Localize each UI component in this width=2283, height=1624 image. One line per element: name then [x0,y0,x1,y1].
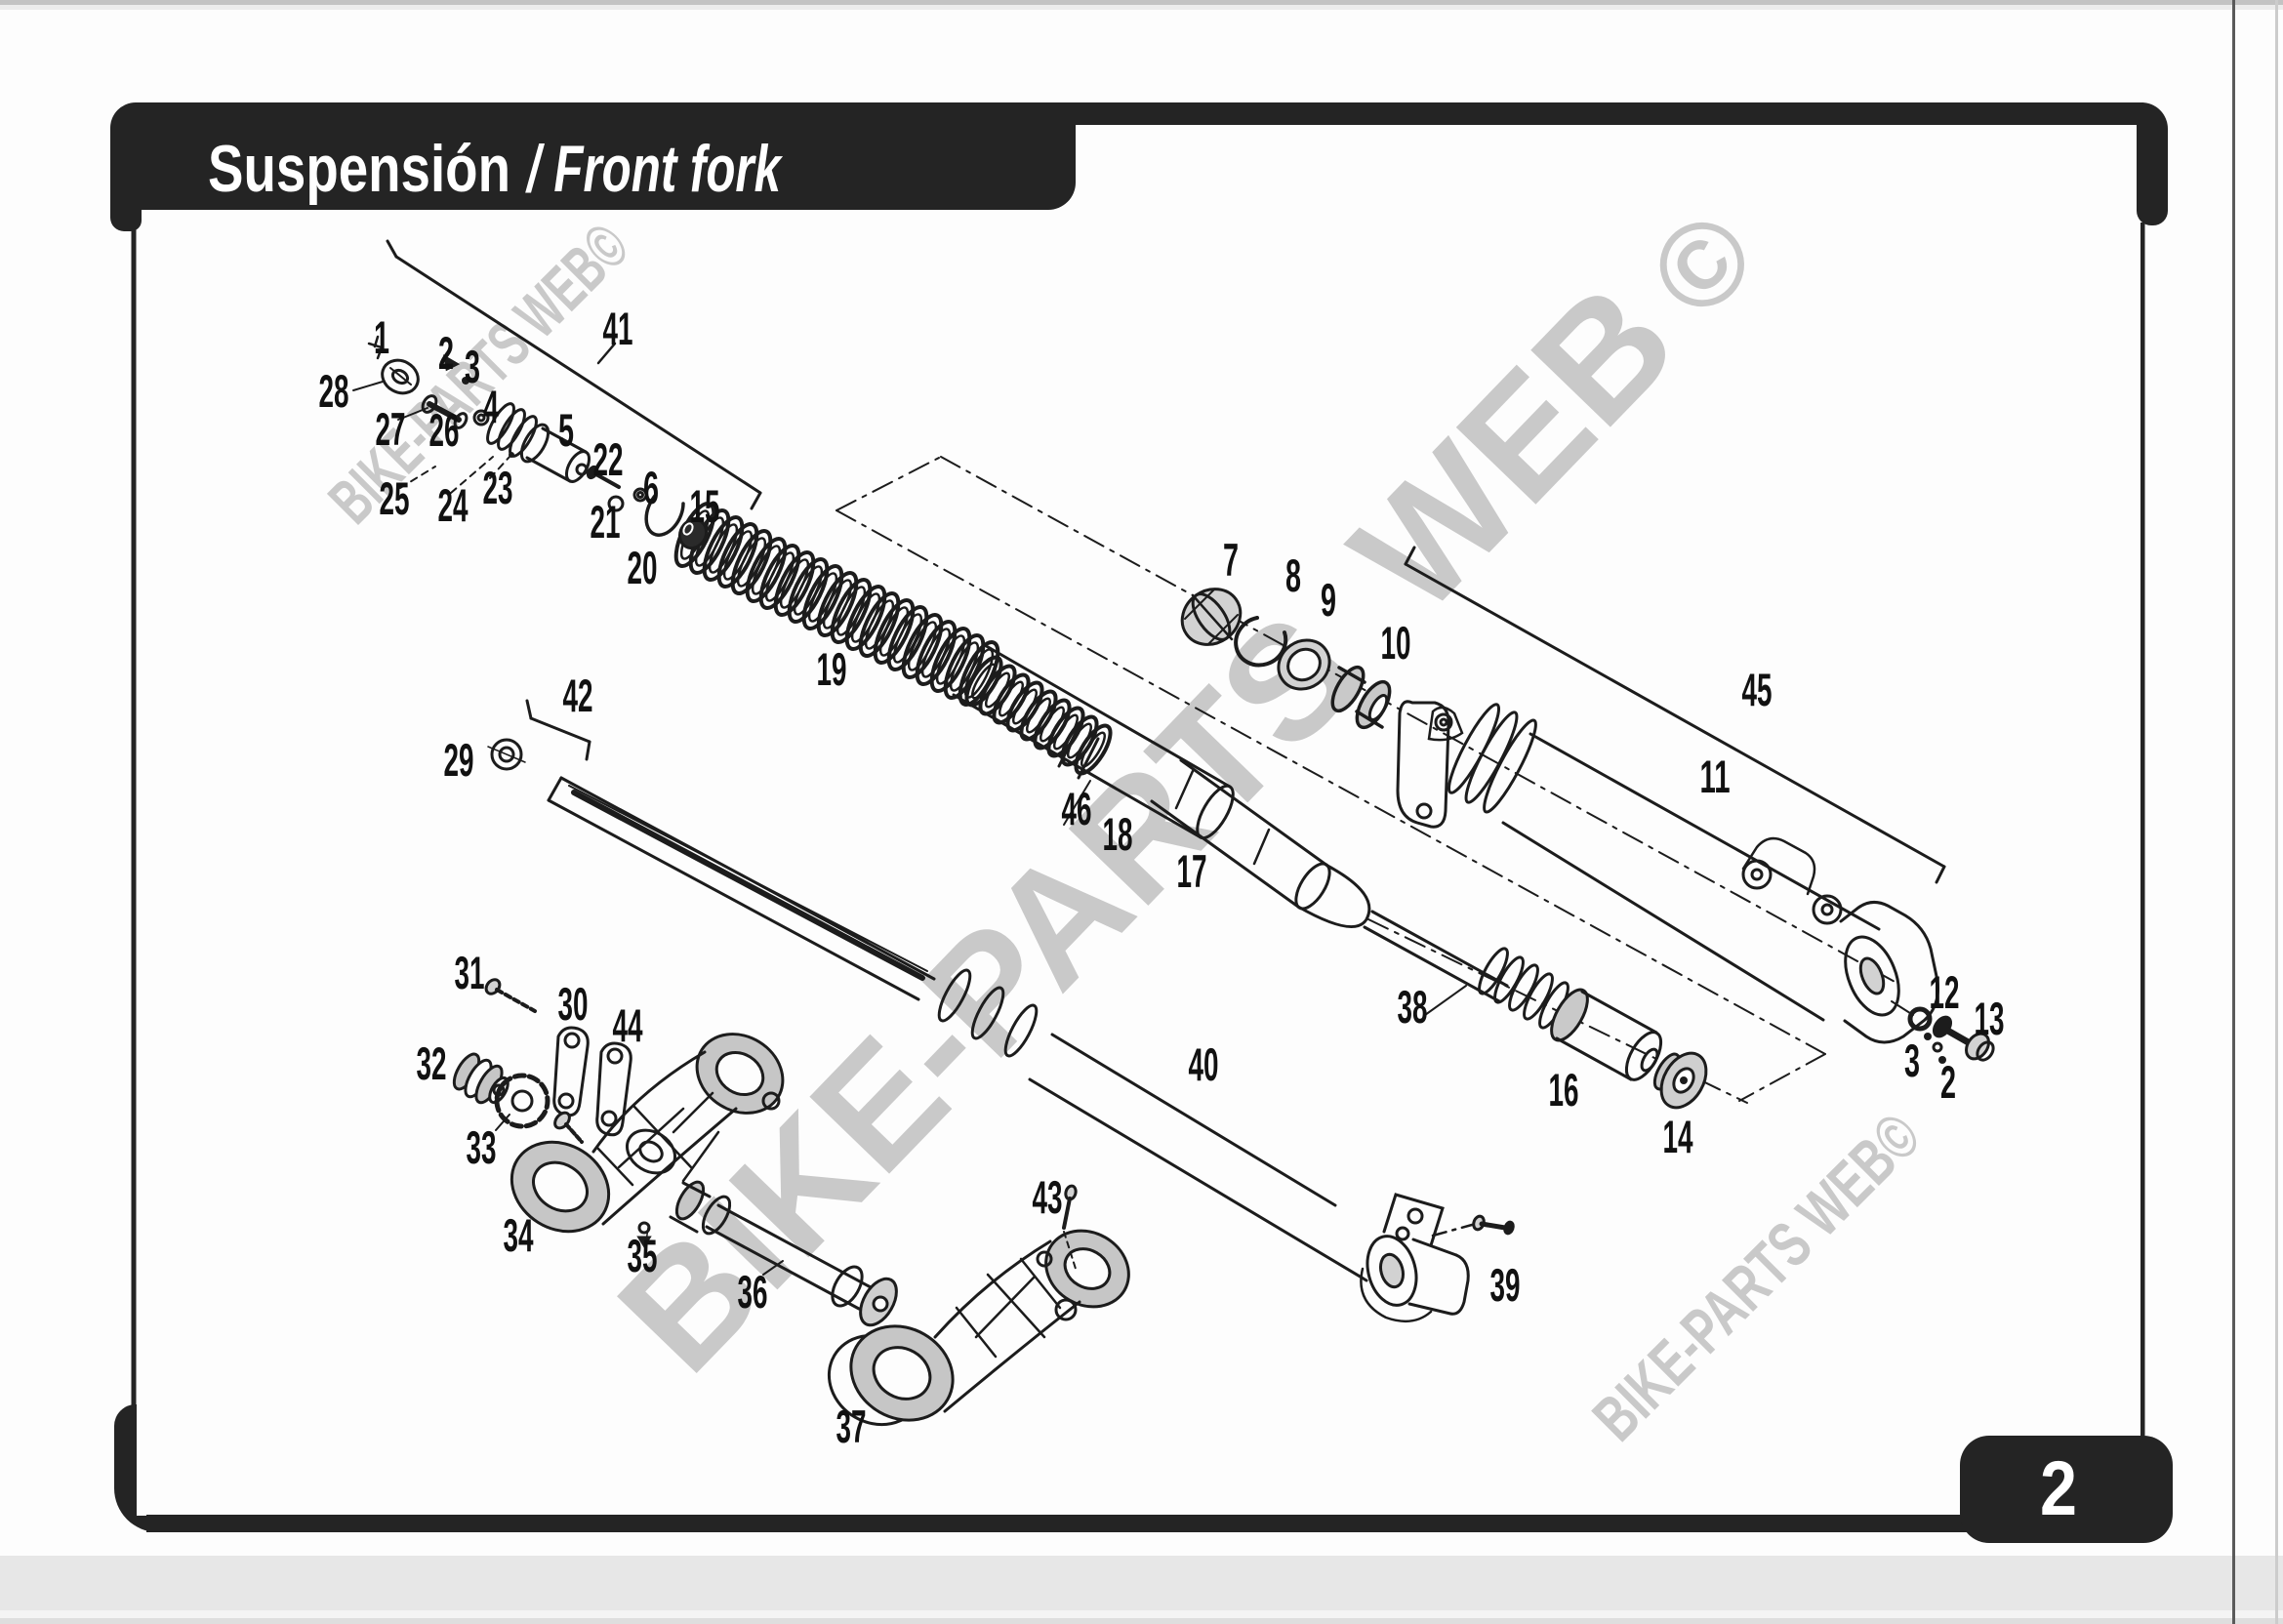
svg-text:6: 6 [643,462,659,513]
svg-text:8: 8 [1285,549,1301,601]
svg-text:2: 2 [1940,1056,1956,1108]
svg-text:17: 17 [1177,845,1207,897]
svg-text:Suspensión: Suspensión [208,132,510,206]
svg-text:10: 10 [1381,617,1411,669]
svg-text:28: 28 [319,365,349,417]
svg-text:40: 40 [1189,1038,1219,1090]
svg-text:27: 27 [376,403,406,455]
svg-text:30: 30 [558,978,589,1030]
svg-text:7: 7 [1223,534,1239,586]
svg-text:16: 16 [1549,1064,1579,1116]
svg-text:32: 32 [417,1037,447,1089]
svg-text:15: 15 [690,480,720,532]
svg-text:18: 18 [1103,808,1133,860]
svg-text:/ Front fork: / Front fork [525,132,783,206]
svg-text:4: 4 [483,381,499,432]
svg-text:14: 14 [1663,1111,1693,1162]
svg-text:44: 44 [613,999,643,1051]
svg-text:9: 9 [1321,574,1336,626]
svg-text:23: 23 [483,462,513,513]
svg-text:2: 2 [2040,1444,2077,1531]
svg-text:12: 12 [1930,966,1960,1018]
svg-text:24: 24 [438,479,469,531]
svg-text:45: 45 [1742,664,1773,715]
svg-text:36: 36 [738,1266,768,1318]
svg-text:3: 3 [465,341,480,392]
svg-text:43: 43 [1033,1171,1063,1223]
svg-text:31: 31 [455,947,485,998]
svg-text:1: 1 [374,311,389,363]
svg-text:21: 21 [591,496,621,548]
svg-text:39: 39 [1490,1259,1521,1311]
svg-text:25: 25 [380,472,410,524]
svg-text:26: 26 [429,404,460,456]
svg-text:19: 19 [817,643,847,695]
svg-text:5: 5 [558,404,574,456]
svg-text:38: 38 [1398,981,1428,1033]
svg-text:34: 34 [504,1209,534,1261]
svg-text:41: 41 [603,303,633,354]
svg-text:37: 37 [836,1401,867,1452]
svg-text:35: 35 [628,1230,658,1281]
svg-text:3: 3 [1904,1035,1920,1086]
svg-text:13: 13 [1975,993,2005,1044]
svg-text:46: 46 [1062,783,1092,834]
svg-text:42: 42 [563,670,593,721]
svg-text:2: 2 [438,327,454,379]
svg-text:11: 11 [1700,751,1731,802]
svg-text:22: 22 [593,433,624,485]
svg-text:33: 33 [467,1121,497,1173]
svg-text:20: 20 [628,542,658,593]
svg-text:29: 29 [444,734,474,786]
